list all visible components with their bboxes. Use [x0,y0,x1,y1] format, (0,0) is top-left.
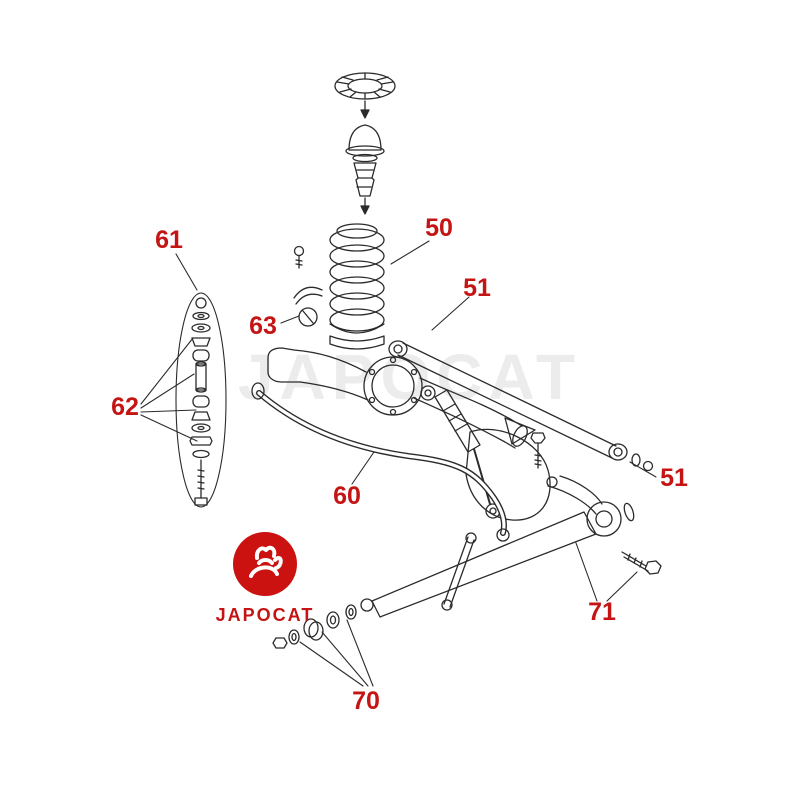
coil-spring [329,223,385,334]
stabilizer-link-kit [175,292,227,508]
label-trailing-arm: 71 [588,598,616,626]
axle-housing [267,335,551,521]
bump-stopper [345,124,385,215]
japocat-logo-text: JAPOCAT [215,605,315,625]
label-lateral-rod-upper: 51 [463,274,491,302]
stabilizer-bushing-and-clamp [293,245,323,327]
label-stabilizer-link-parts: 62 [111,393,139,421]
japocat-logo-icon [233,532,297,596]
label-stabilizer-bar: 60 [333,482,361,510]
trailing-arm-washer-stack [272,604,357,649]
japocat-logo: JAPOCAT [205,530,325,626]
stabilizer-bar [251,382,510,542]
leader-lines [140,240,657,687]
label-stabilizer-link-assembly: 61 [155,226,183,254]
stabilizer-end-link [441,532,477,611]
label-coil-spring: 50 [425,214,453,242]
label-stabilizer-bushing: 63 [249,312,277,340]
shock-absorber [420,385,501,519]
trailing-arm [360,475,662,618]
lateral-rod [388,340,654,472]
label-lateral-rod-lower: 51 [660,464,688,492]
label-trailing-arm-parts: 70 [352,687,380,715]
spring-upper-mount [334,72,396,119]
